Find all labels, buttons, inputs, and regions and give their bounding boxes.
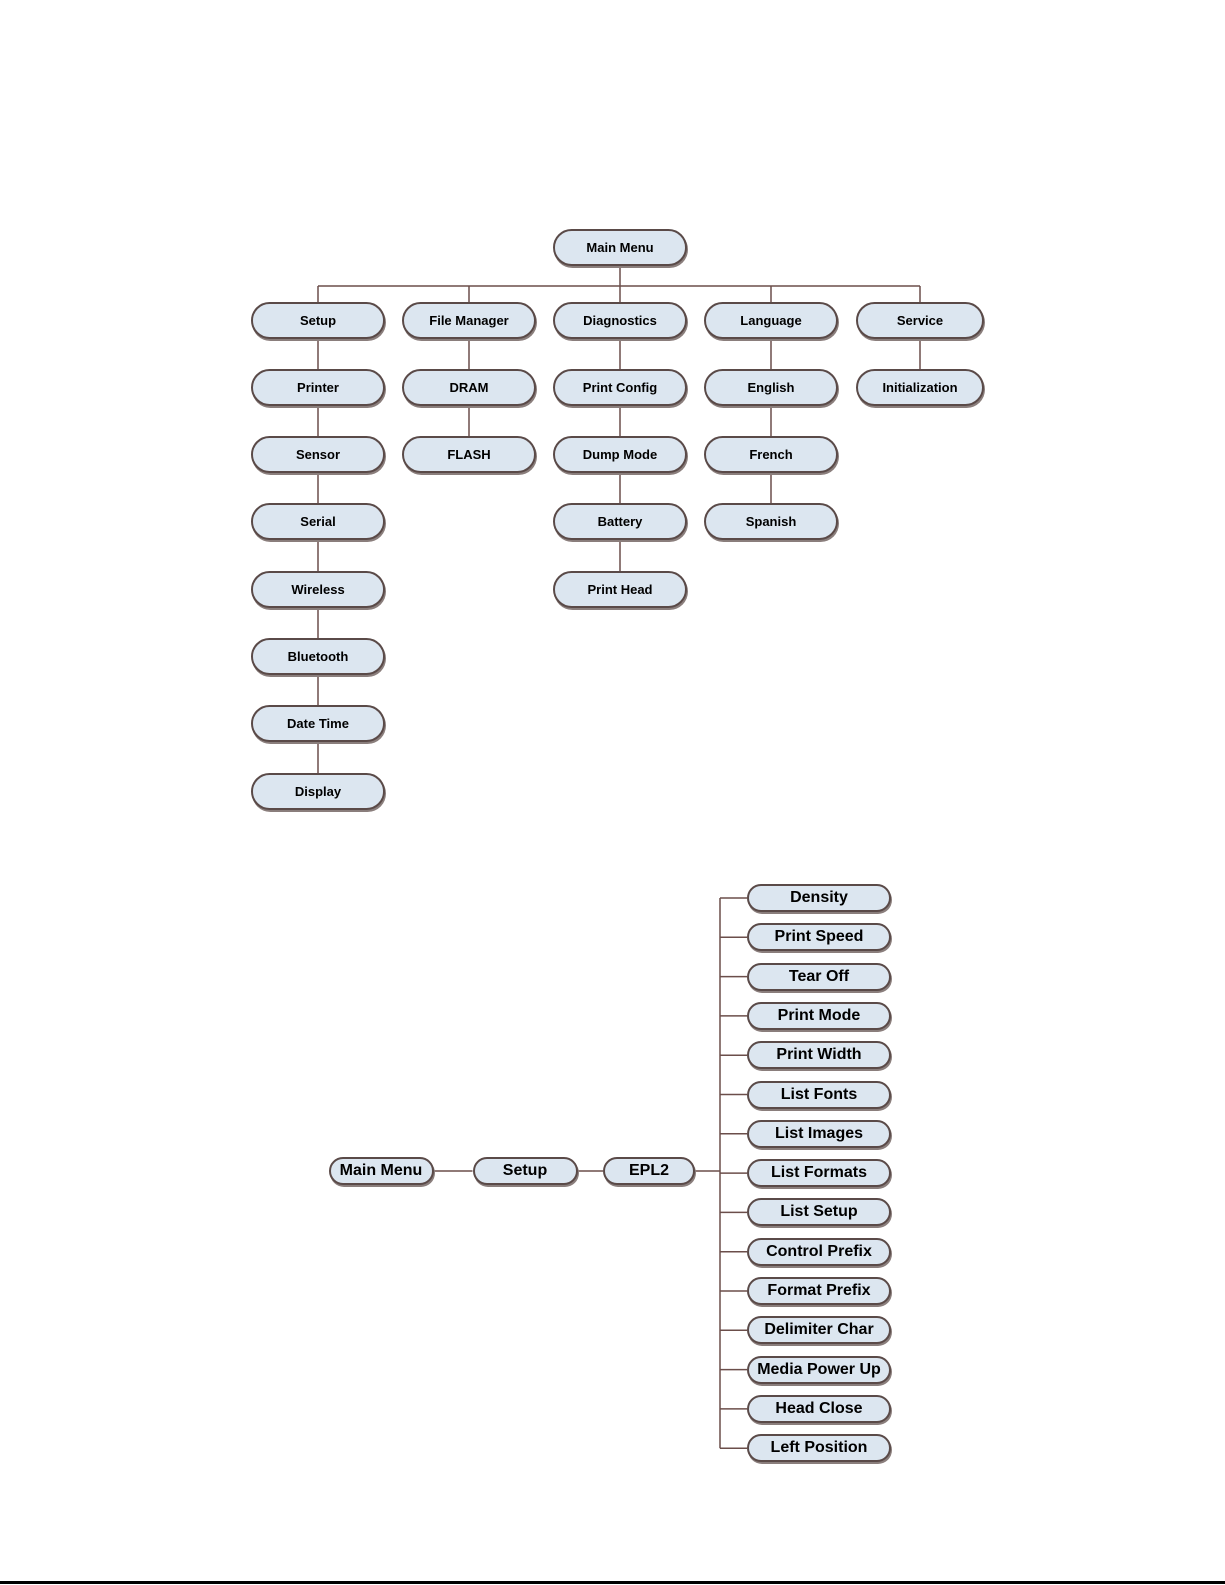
tree1-node-sensor: Sensor [251,436,385,474]
tree1-node-print-head: Print Head [553,570,687,608]
tree2-item-delimiter-char: Delimiter Char [747,1316,891,1345]
tree1-node-dram: DRAM [402,368,536,406]
tree1-node-spanish: Spanish [704,503,838,541]
tree2-item-format-prefix: Format Prefix [747,1277,891,1305]
tree2-item-tear-off: Tear Off [747,962,891,991]
page-bottom-rule [0,1581,1225,1584]
tree2-item-left-position: Left Position [747,1434,891,1463]
tree2-item-control-prefix: Control Prefix [747,1237,891,1266]
tree1-node-initialization: Initialization [856,368,984,406]
tree2-item-head-close: Head Close [747,1394,891,1423]
tree1-node-dump-mode: Dump Mode [553,436,687,474]
tree1-node-english: English [704,368,838,406]
tree2-item-list-formats: List Formats [747,1159,891,1188]
tree1-node-french: French [704,436,838,474]
tree2-path-main-menu: Main Menu [328,1157,434,1185]
tree1-node-file-manager: File Manager [402,301,536,339]
tree1-root-node: Main Menu [553,228,687,266]
tree1-node-language: Language [704,301,838,339]
tree2-item-media-power-up: Media Power Up [747,1355,891,1384]
tree1-node-printer: Printer [251,368,385,406]
tree1-node-display: Display [251,772,385,810]
tree1-node-wireless: Wireless [251,570,385,608]
tree1-node-setup: Setup [251,301,385,339]
tree2-item-print-width: Print Width [747,1041,891,1070]
tree2-item-list-fonts: List Fonts [747,1080,891,1109]
tree1-node-serial: Serial [251,503,385,541]
tree1-node-service: Service [856,301,984,339]
tree1-node-battery: Battery [553,503,687,541]
tree2-item-list-images: List Images [747,1119,891,1148]
tree1-node-flash: FLASH [402,436,536,474]
tree2-item-list-setup: List Setup [747,1198,891,1227]
tree1-node-date-time: Date Time [251,705,385,743]
tree1-node-diagnostics: Diagnostics [553,301,687,339]
tree2-item-print-mode: Print Mode [747,1001,891,1030]
tree2-item-density: Density [747,884,891,912]
tree1-node-bluetooth: Bluetooth [251,638,385,675]
tree2-path-setup: Setup [472,1157,578,1185]
tree2-path-epl2: EPL2 [603,1157,695,1185]
tree2-item-print-speed: Print Speed [747,923,891,952]
tree1-node-print-config: Print Config [553,368,687,406]
